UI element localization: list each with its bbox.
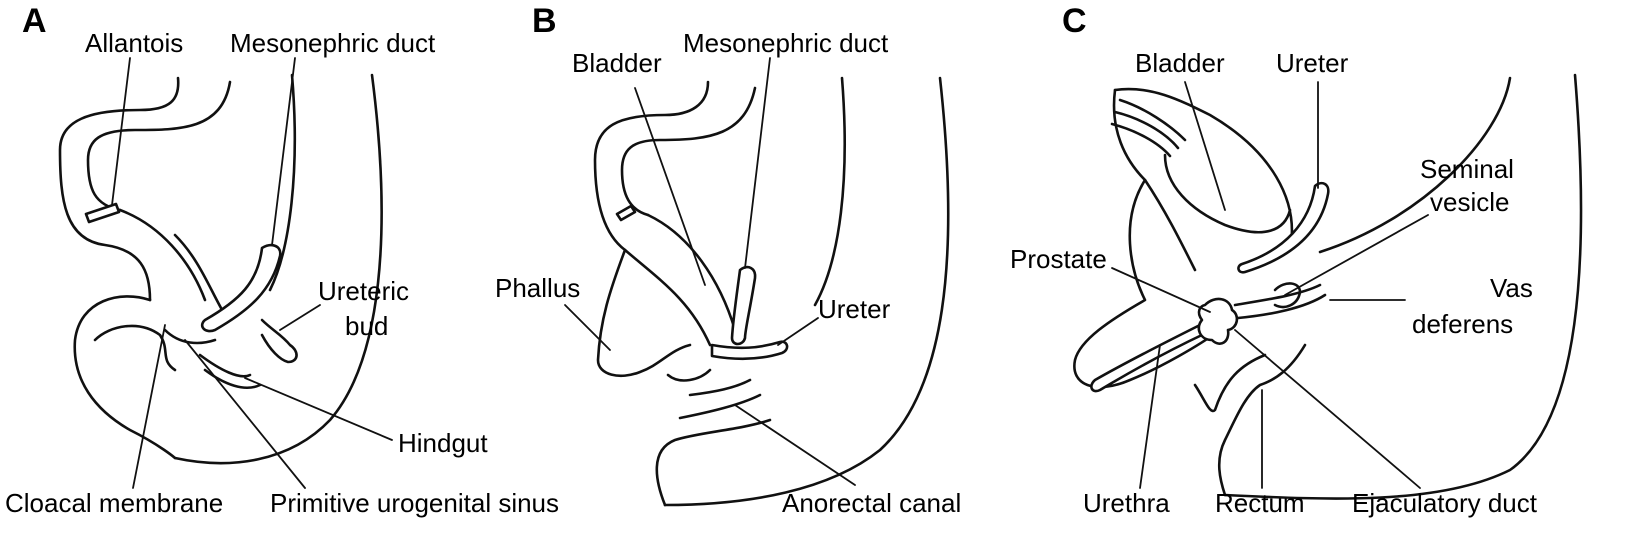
label-ureteric-bud-line1: Ureteric — [318, 276, 409, 306]
label-bladder-c: Bladder — [1135, 48, 1225, 78]
label-mesonephric-duct-a: Mesonephric duct — [230, 28, 436, 58]
panel-a-letter: A — [22, 2, 47, 40]
label-seminal-vesicle-line1: Seminal — [1420, 154, 1514, 184]
label-mesonephric-duct-b: Mesonephric duct — [683, 28, 889, 58]
panel-b-letter: B — [532, 2, 557, 40]
label-phallus: Phallus — [495, 273, 580, 303]
panel-c-drawing — [1073, 73, 1583, 500]
panel-c-leader-lines — [1111, 81, 1429, 489]
label-ureter-c: Ureter — [1276, 48, 1349, 78]
label-bladder-b: Bladder — [572, 48, 662, 78]
label-ejaculatory-duct: Ejaculatory duct — [1352, 488, 1538, 518]
panel-c-letter: C — [1062, 2, 1087, 40]
label-primitive-urogenital-sinus: Primitive urogenital sinus — [270, 488, 559, 518]
panel-a-leader-lines — [111, 57, 393, 489]
label-vas-deferens-line1: Vas — [1490, 273, 1533, 303]
label-vas-deferens-line2: deferens — [1412, 309, 1513, 339]
label-allantois: Allantois — [85, 28, 183, 58]
panel-b: B — [495, 2, 961, 518]
panel-a-drawing — [58, 73, 383, 465]
label-ureter-b: Ureter — [818, 294, 891, 324]
panel-b-drawing — [593, 76, 950, 507]
panel-a: A — [5, 2, 559, 518]
panel-b-leader-lines — [564, 57, 856, 486]
label-hindgut: Hindgut — [398, 428, 488, 458]
label-cloacal-membrane: Cloacal membrane — [5, 488, 223, 518]
label-urethra: Urethra — [1083, 488, 1170, 518]
label-anorectal-canal: Anorectal canal — [782, 488, 961, 518]
label-rectum: Rectum — [1215, 488, 1305, 518]
label-ureteric-bud-line2: bud — [345, 311, 388, 341]
panel-c: C — [1010, 2, 1583, 518]
label-seminal-vesicle-line2: vesicle — [1430, 187, 1509, 217]
label-prostate: Prostate — [1010, 244, 1107, 274]
